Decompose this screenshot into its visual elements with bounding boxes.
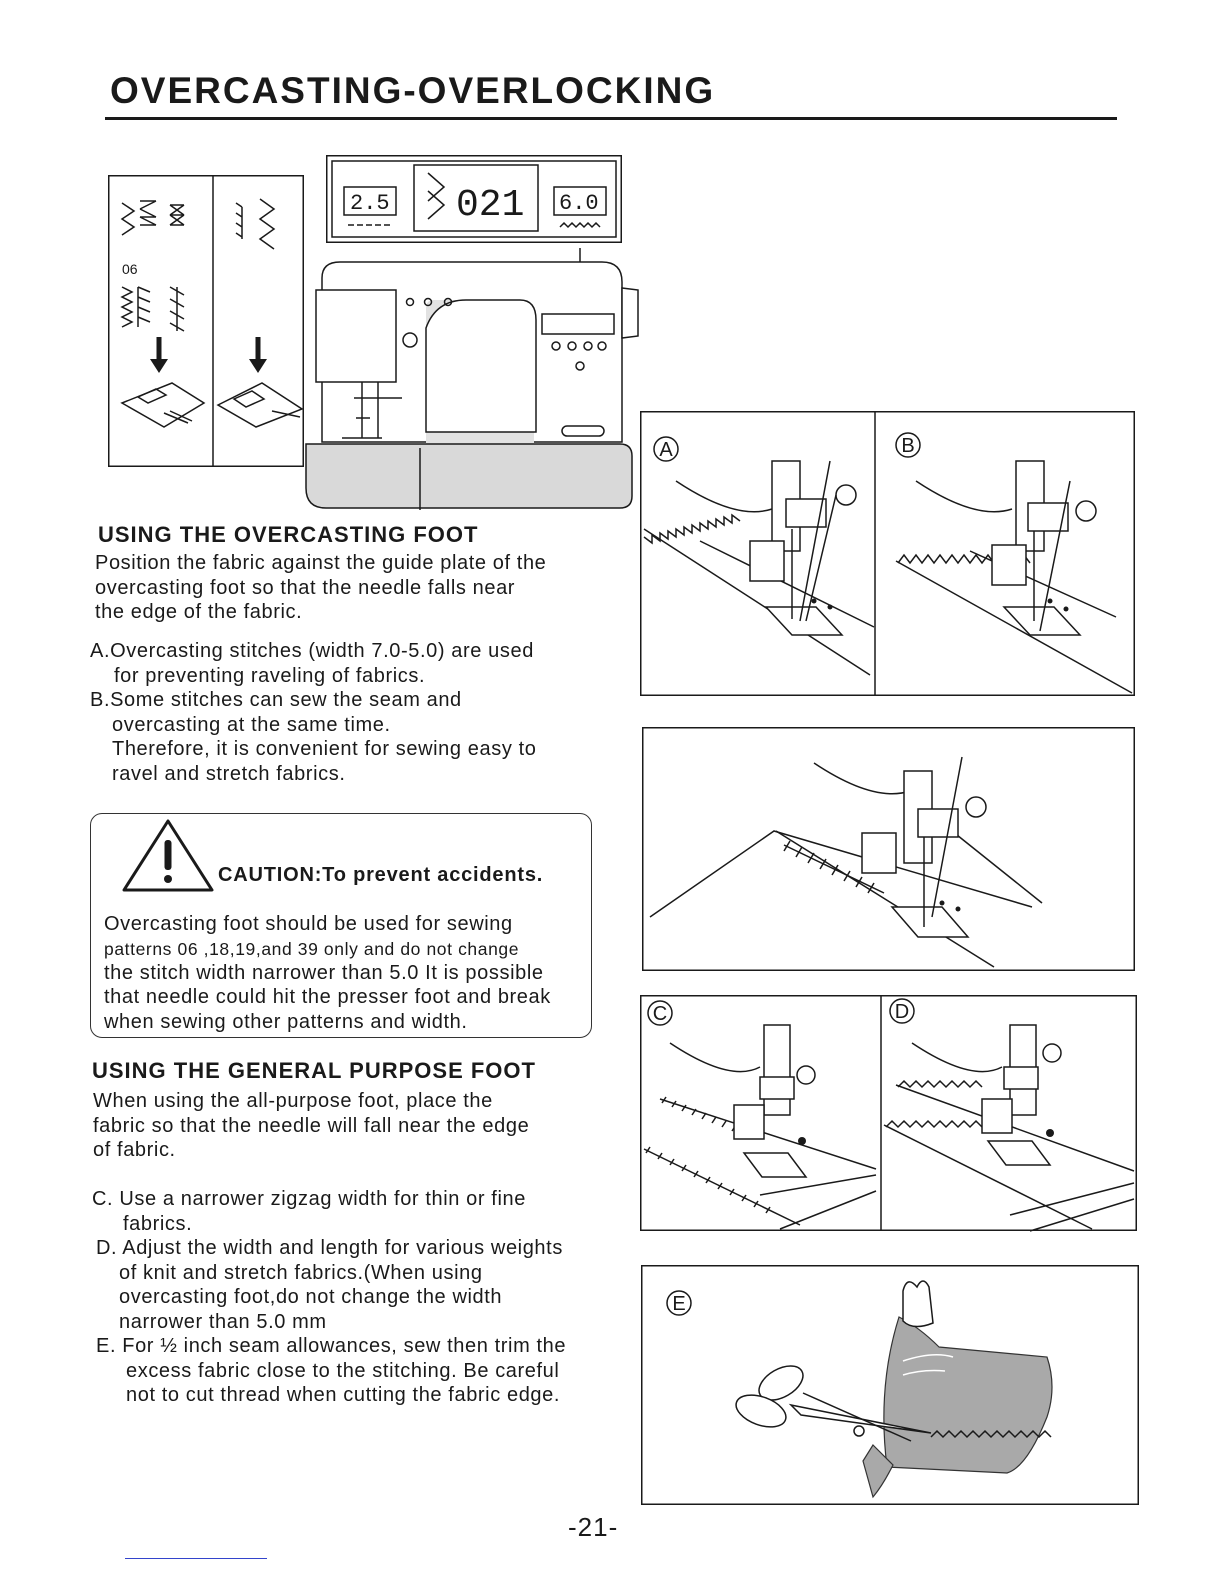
svg-text:6.0: 6.0 <box>559 191 599 216</box>
general-intro: When using the all-purpose foot, place t… <box>93 1089 529 1163</box>
text-line: When using the all-purpose foot, place t… <box>93 1090 493 1112</box>
svg-text:C: C <box>653 1003 667 1025</box>
text-line: Position the fabric against the guide pl… <box>95 552 547 574</box>
svg-text:021: 021 <box>456 184 524 227</box>
item-d: D. Adjust the width and length for vario… <box>96 1237 563 1259</box>
pattern-number-label: 06 <box>122 261 138 277</box>
lcd-display-panel: 2.5 021 6.0 <box>326 155 622 243</box>
item-a: A.Overcasting stitches (width 7.0-5.0) a… <box>90 640 534 662</box>
overcasting-foot-icon <box>120 382 206 428</box>
item-d-cont: of knit and stretch fabrics.(When using <box>119 1261 483 1284</box>
text-line: Overcasting foot should be used for sewi… <box>104 913 513 935</box>
svg-text:B: B <box>901 435 914 457</box>
general-items: C. Use a narrower zigzag width for thin … <box>92 1187 566 1408</box>
text-line: overcasting foot so that the needle fall… <box>95 576 516 599</box>
figure-a-b: A B <box>640 411 1135 696</box>
item-e: E. For ½ inch seam allowances, sew then … <box>96 1335 567 1357</box>
item-d-cont: narrower than 5.0 mm <box>119 1310 327 1333</box>
scissors-icon <box>735 1365 932 1442</box>
overcasting-intro: Position the fabric against the guide pl… <box>95 551 546 625</box>
text-line: that needle could hit the presser foot a… <box>104 986 551 1008</box>
figure-c: C <box>643 1000 877 1230</box>
item-b: B.Some stitches can sew the seam and <box>90 689 462 711</box>
text-line: the edge of the fabric. <box>95 601 303 623</box>
pattern-chart: 06 <box>108 175 304 467</box>
overcasting-items: A.Overcasting stitches (width 7.0-5.0) a… <box>90 639 536 786</box>
stitch-length-display <box>343 186 397 216</box>
text-line: fabric so that the needle will fall near… <box>93 1114 530 1137</box>
figure-d: D <box>883 998 1135 1232</box>
item-d-cont: overcasting foot,do not change the width <box>119 1286 503 1308</box>
caution-title: CAUTION:To prevent accidents. <box>218 864 544 886</box>
text-line: when sewing other patterns and width. <box>104 1010 468 1033</box>
overcasting-heading: USING THE OVERCASTING FOOT <box>98 522 479 547</box>
svg-text:A: A <box>659 439 673 461</box>
caution-text: Overcasting foot should be used for sewi… <box>104 912 551 1034</box>
svg-text:2.5: 2.5 <box>350 191 390 216</box>
item-e-cont: excess fabric close to the stitching. Be… <box>126 1359 560 1382</box>
pattern-number-display <box>413 164 539 232</box>
arrow-down-icon <box>150 359 168 373</box>
stitch-width-display <box>553 186 607 216</box>
page-number: -21- <box>568 1512 619 1542</box>
warning-triangle-icon <box>122 819 214 892</box>
item-a-cont: for preventing raveling of fabrics. <box>114 664 426 687</box>
figure-a: A <box>643 436 875 676</box>
arrow-down-icon <box>249 359 267 373</box>
figure-seam-overcast <box>642 727 1135 971</box>
text-line: of fabric. <box>93 1139 176 1161</box>
item-c: C. Use a narrower zigzag width for thin … <box>92 1188 526 1210</box>
speed-slider <box>561 425 605 437</box>
title-underline <box>105 117 1117 120</box>
figure-c-d: C D <box>640 995 1137 1232</box>
item-e-cont: not to cut thread when cutting the fabri… <box>126 1384 561 1406</box>
zigzag-stitch-symbol <box>120 202 136 236</box>
figure-b: B <box>895 432 1133 694</box>
sewing-machine-illustration <box>305 248 639 510</box>
general-purpose-heading: USING THE GENERAL PURPOSE FOOT <box>92 1058 536 1083</box>
bottom-rule <box>125 1558 267 1559</box>
item-b-cont: ravel and stretch fabrics. <box>112 762 346 785</box>
caution-box <box>90 813 592 1038</box>
item-c-cont: fabrics. <box>123 1212 193 1235</box>
general-purpose-foot-icon <box>216 382 304 428</box>
svg-text:E: E <box>672 1293 685 1315</box>
item-b-cont: overcasting at the same time. <box>112 713 391 736</box>
page-title: OVERCASTING-OVERLOCKING <box>110 70 716 111</box>
svg-text:D: D <box>895 1001 909 1023</box>
text-line: the stitch width narrower than 5.0 It is… <box>104 961 544 984</box>
text-line: patterns 06 ,18,19,and 39 only and do no… <box>104 938 520 959</box>
figure-e: E <box>641 1265 1139 1505</box>
item-b-cont: Therefore, it is convenient for sewing e… <box>112 738 537 760</box>
machine-lcd-screen <box>541 313 615 335</box>
